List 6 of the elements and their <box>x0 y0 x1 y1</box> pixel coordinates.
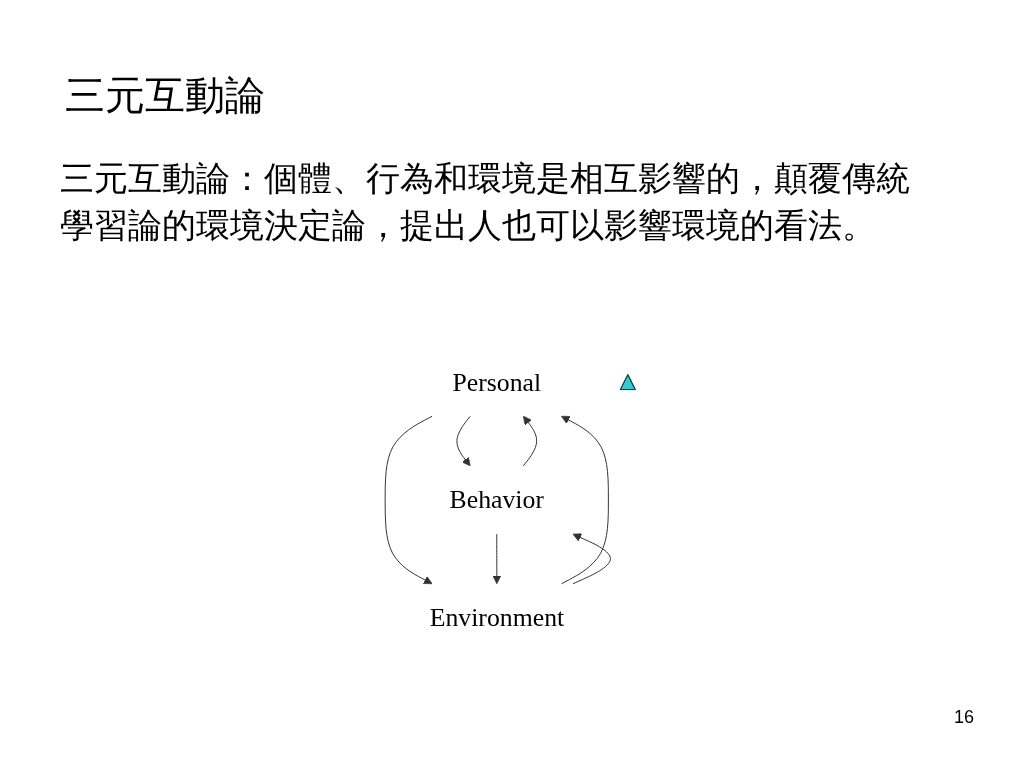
node-text: Personal <box>452 367 541 397</box>
page-number: 16 <box>953 707 974 728</box>
body-text: 三元互動論：個體、行為和環境是相互影響的，顛覆傳統學習論的環境決定論，提出人也可以影響環境的看法。 <box>60 157 911 247</box>
slide-title: 三元互動論 <box>65 71 265 120</box>
node-text: Environment <box>429 603 564 633</box>
node-text: Behavior <box>449 485 544 515</box>
